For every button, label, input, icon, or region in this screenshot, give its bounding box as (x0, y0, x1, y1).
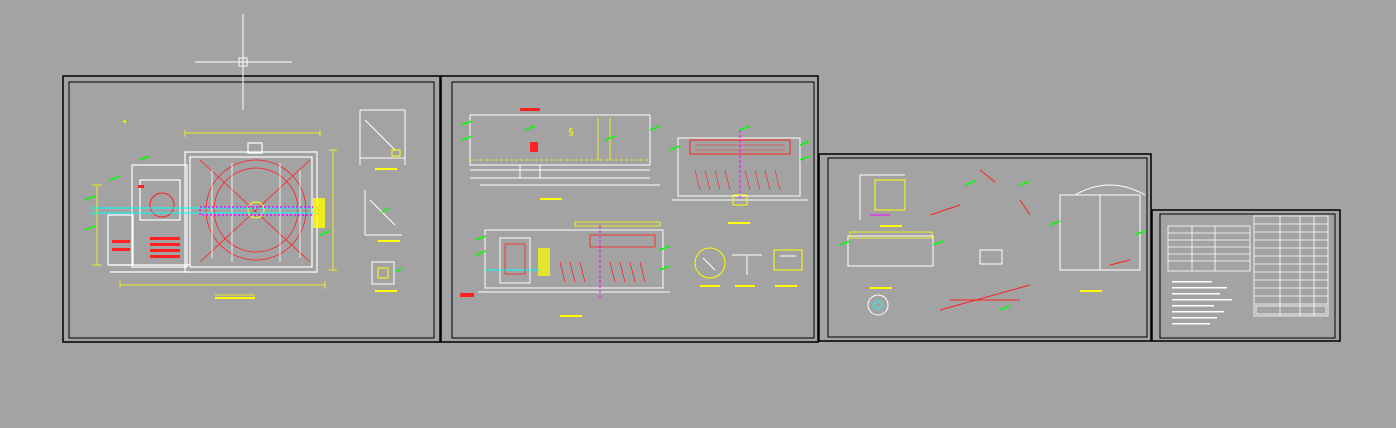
sheet-1-plan-view: ✦ (84, 117, 337, 299)
sheet-2-small-details (694, 247, 803, 287)
sheet-1-detail-c (371, 261, 403, 292)
sheet-3-details (839, 169, 1146, 316)
sheet-2-section-top-left: § (461, 108, 661, 200)
sheet-1-detail-b (364, 190, 402, 242)
sheet-3-frame[interactable] (818, 153, 1152, 342)
sheet-2-section-bottom (460, 221, 671, 317)
sheet-4-frame[interactable] (1151, 209, 1341, 342)
svg-text:✦: ✦ (122, 117, 128, 127)
sheet-2-frame[interactable] (440, 75, 819, 343)
sheet-1-frame[interactable] (62, 75, 441, 343)
sheet-2-section-top-right (669, 125, 811, 224)
crosshair-cursor-icon (195, 14, 292, 110)
svg-text:§: § (568, 127, 574, 138)
sheet-4-title-block (1167, 215, 1329, 325)
sheet-1-detail-a (359, 109, 406, 170)
